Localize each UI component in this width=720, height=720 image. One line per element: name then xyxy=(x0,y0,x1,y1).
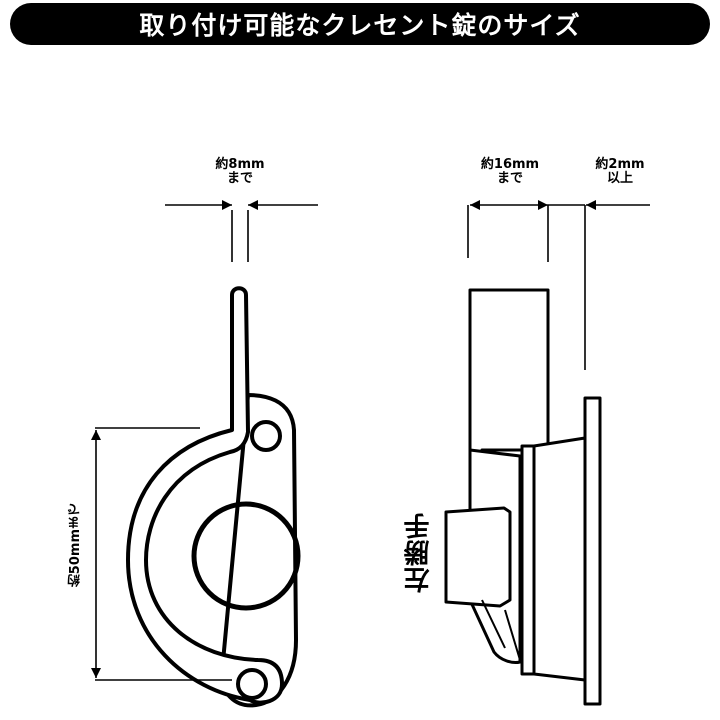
front-view xyxy=(126,286,301,708)
side-view xyxy=(444,288,602,706)
lower-screw-hole xyxy=(236,668,268,700)
dimension-2mm xyxy=(548,200,650,370)
dimension-50mm-label: 約50mmまで xyxy=(68,503,83,588)
lock-spacer xyxy=(520,444,536,676)
dimension-16mm-label: 約16mm まで xyxy=(480,157,540,186)
dimension-8mm xyxy=(165,200,318,262)
page-title: 取り付け可能なクレセント錠のサイズ xyxy=(139,11,581,40)
knob-side xyxy=(444,506,512,608)
upper-screw-hole xyxy=(250,420,282,452)
dimension-2mm-label: 約2mm 以上 xyxy=(595,157,645,186)
dimension-8mm-label: 約8mm まで xyxy=(215,157,265,186)
dimension-50mm xyxy=(91,427,232,681)
crescent-handle xyxy=(126,286,284,705)
window-frame-plate xyxy=(583,396,602,706)
title-banner: 取り付け可能なクレセント錠のサイズ xyxy=(10,3,710,45)
lock-base xyxy=(532,436,587,682)
left-hand-label: 左勝手 xyxy=(404,512,434,593)
center-knob xyxy=(191,501,301,611)
dimension-16mm xyxy=(467,200,549,262)
